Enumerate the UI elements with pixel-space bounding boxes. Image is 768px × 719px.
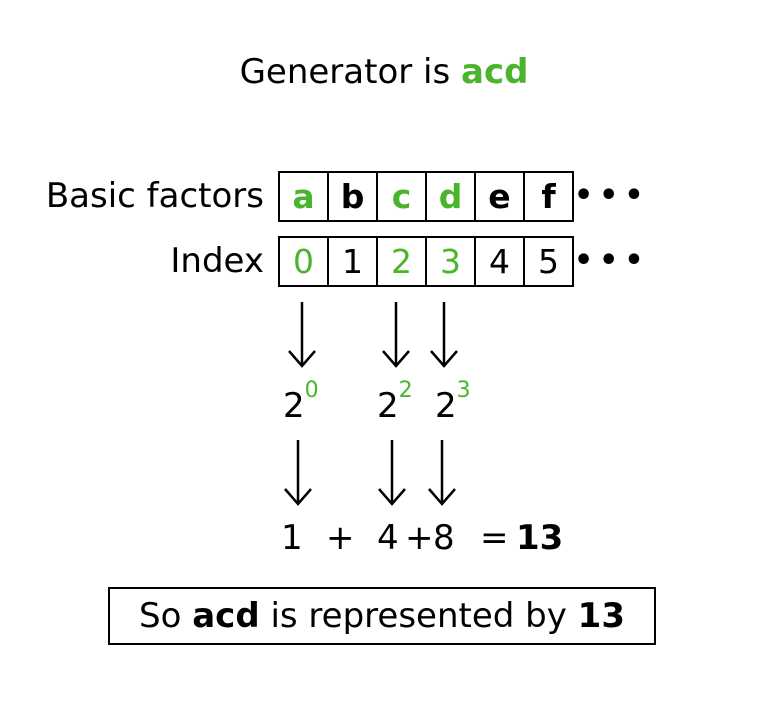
factor-cell: f xyxy=(523,171,574,222)
sum-term: 1 xyxy=(281,518,303,558)
sum-term: 8 xyxy=(433,518,455,558)
power-exponent: 2 xyxy=(398,378,413,403)
result-value: 13 xyxy=(577,596,625,636)
sum-total: 13 xyxy=(516,518,564,558)
power-term: 20 xyxy=(283,378,319,427)
down-arrow-icon xyxy=(287,300,317,368)
equals-sign: = xyxy=(480,518,509,558)
factor-row: a b c d e f xyxy=(278,171,574,222)
result-generator: acd xyxy=(192,596,260,636)
index-label: Index xyxy=(170,241,264,281)
title-generator: acd xyxy=(461,52,529,92)
diagram-title: Generator is acd xyxy=(0,46,768,98)
index-cell: 5 xyxy=(523,236,574,287)
down-arrow-icon xyxy=(429,300,459,368)
power-exponent: 0 xyxy=(304,378,319,403)
down-arrow-icon xyxy=(377,438,407,506)
power-term: 23 xyxy=(435,378,471,427)
result-box: So acd is represented by 13 xyxy=(108,587,656,645)
title-prefix: Generator is xyxy=(239,52,461,92)
down-arrow-icon xyxy=(381,300,411,368)
plus-sign: + xyxy=(405,518,434,558)
plus-sign: + xyxy=(326,518,355,558)
index-ellipsis: ••• xyxy=(574,243,650,278)
down-arrow-icon xyxy=(427,438,457,506)
down-arrow-icon xyxy=(283,438,313,506)
power-exponent: 3 xyxy=(456,378,471,403)
basic-factors-label: Basic factors xyxy=(45,176,264,216)
factors-ellipsis: ••• xyxy=(574,178,650,213)
sum-term: 4 xyxy=(377,518,399,558)
index-row: 0 1 2 3 4 5 xyxy=(278,236,574,287)
power-term: 22 xyxy=(377,378,413,427)
